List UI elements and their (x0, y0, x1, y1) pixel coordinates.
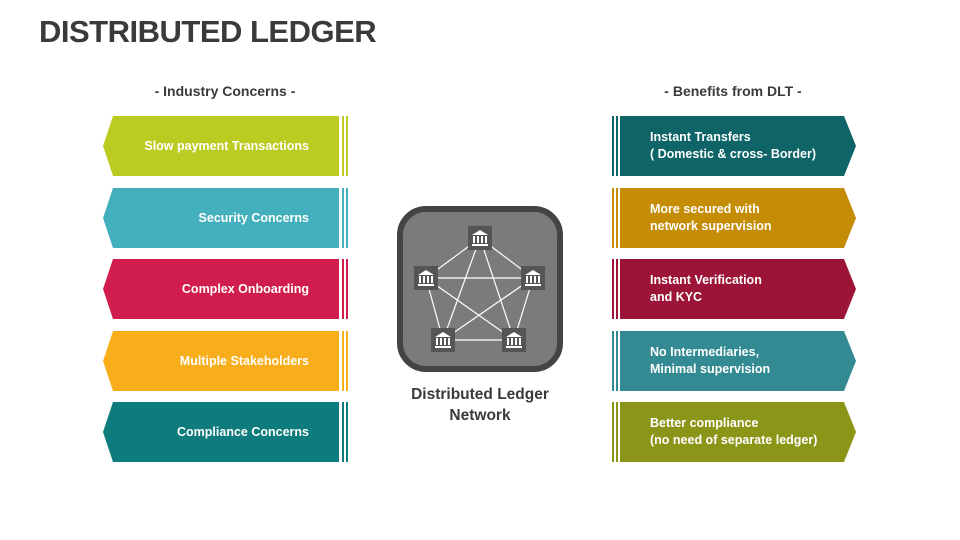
benefits-heading: - Benefits from DLT - (664, 83, 802, 99)
concern-arrow-slow-payment: Slow payment Transactions (103, 116, 349, 176)
benefit-label: Better compliance(no need of separate le… (650, 416, 818, 447)
benefit-arrow-compliance: Better compliance(no need of separate le… (612, 402, 858, 462)
page-title: DISTRIBUTED LEDGER (39, 14, 377, 49)
industry-concerns-heading: - Industry Concerns - (154, 83, 296, 99)
concern-label: Slow payment Transactions (144, 138, 309, 153)
concern-label: Compliance Concerns (177, 424, 309, 439)
benefit-label: No Intermediaries,Minimal supervision (650, 345, 771, 376)
concern-arrow-onboarding: Complex Onboarding (103, 259, 349, 319)
bank-icon (431, 328, 455, 352)
concern-label: Security Concerns (198, 210, 309, 225)
network-diagram-svg (397, 206, 563, 372)
bank-icon (468, 226, 492, 250)
benefit-arrow-instant-transfers: Instant Transfers( Domestic & cross- Bor… (612, 116, 858, 176)
bank-icon (414, 266, 438, 290)
concern-arrow-security: Security Concerns (103, 188, 349, 248)
concern-label: Multiple Stakeholders (179, 353, 309, 368)
benefit-label: Instant Transfers( Domestic & cross- Bor… (650, 130, 817, 161)
network-diagram (397, 206, 563, 372)
concern-label: Complex Onboarding (181, 281, 309, 296)
concern-arrow-compliance: Compliance Concerns (103, 402, 349, 462)
bank-icon (521, 266, 545, 290)
concern-arrow-stakeholders: Multiple Stakeholders (103, 331, 349, 391)
bank-icon (502, 328, 526, 352)
benefit-arrow-intermediaries: No Intermediaries,Minimal supervision (612, 331, 858, 391)
